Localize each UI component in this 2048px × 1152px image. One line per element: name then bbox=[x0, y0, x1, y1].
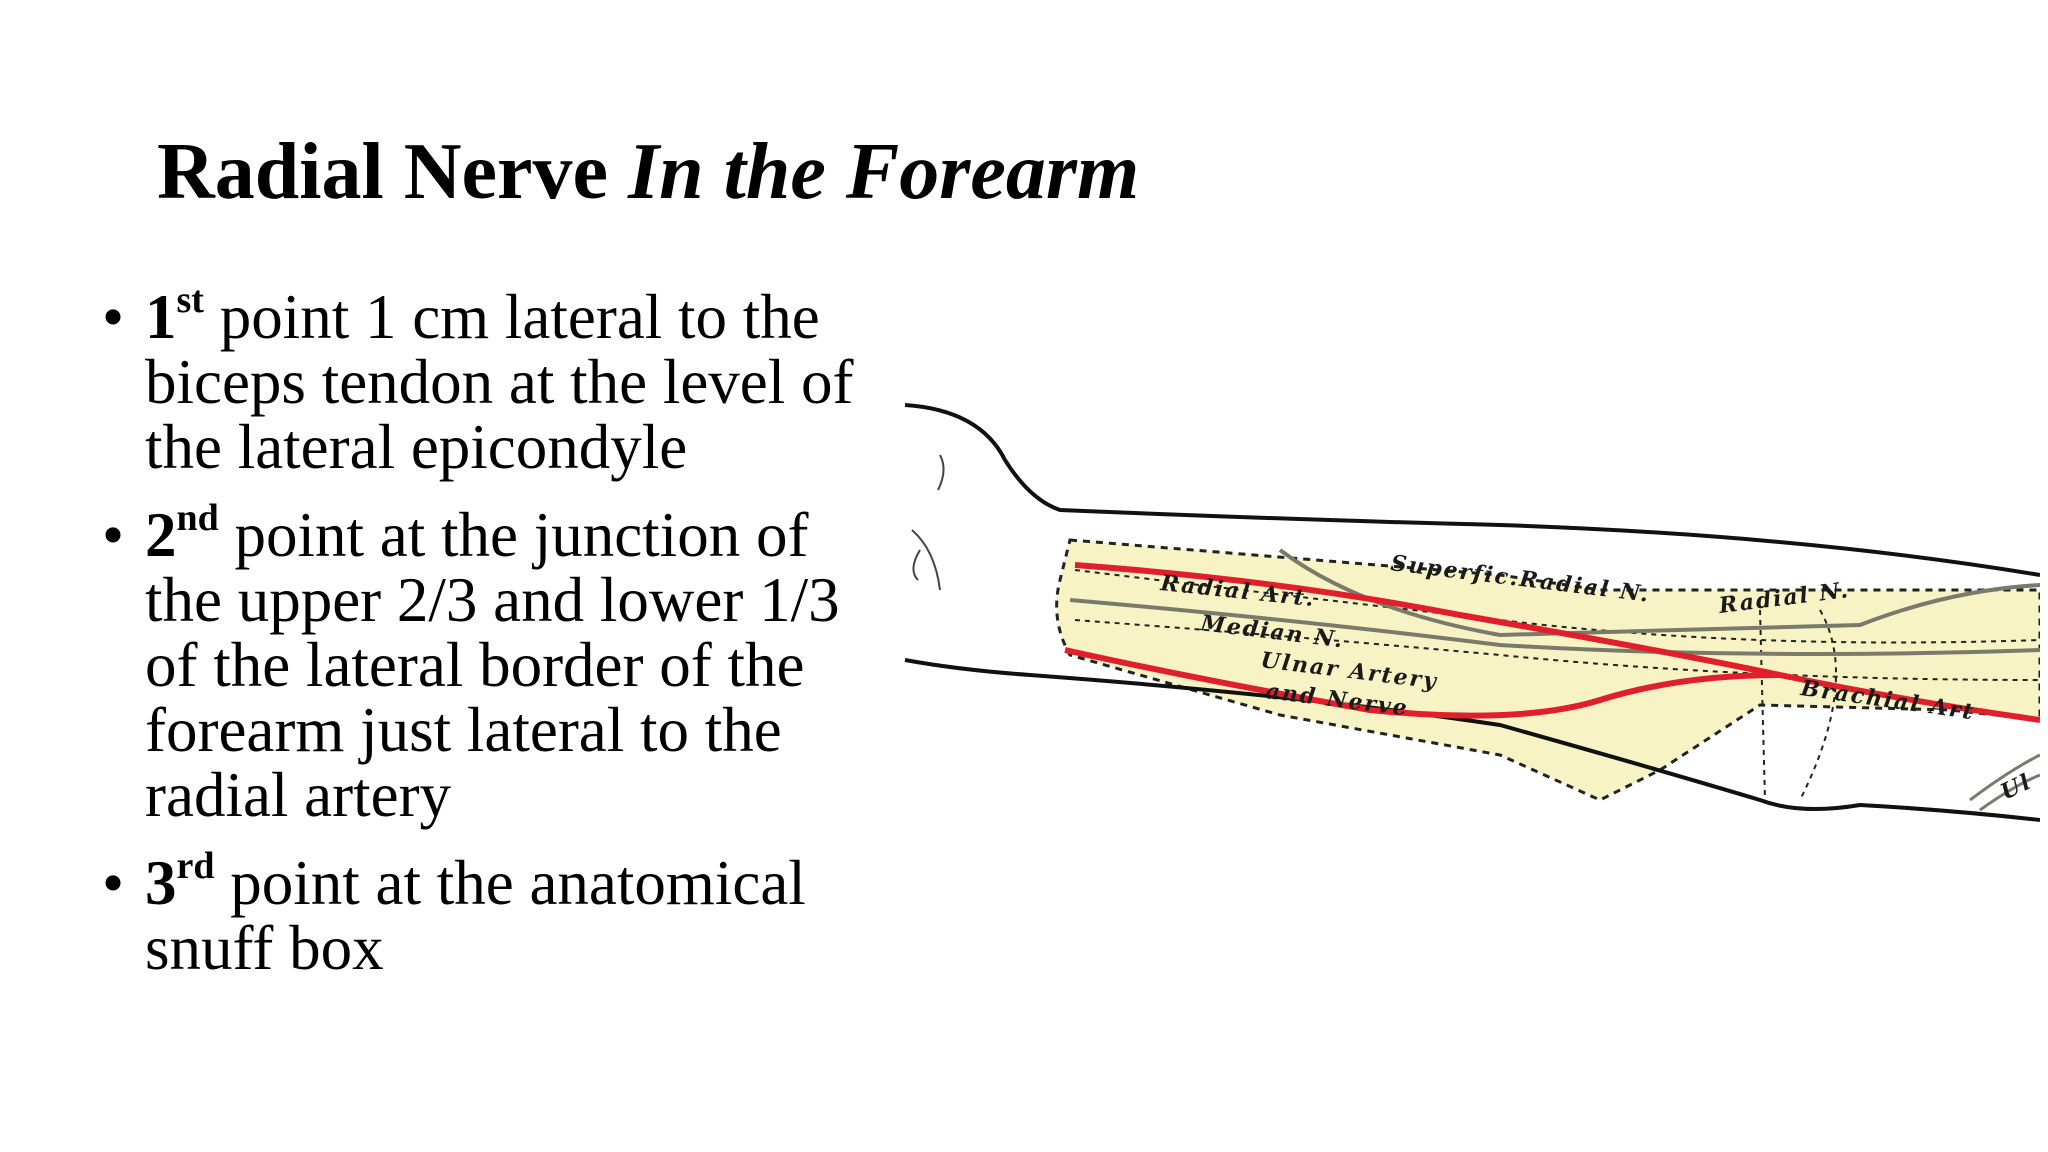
title-italic: In the Forearm bbox=[628, 128, 1140, 216]
ulnar-artery bbox=[1064, 647, 1781, 719]
bullet-text: point at the junction of the upper 2/3 a… bbox=[145, 500, 840, 830]
bullet-text: point at the anatomical snuff box bbox=[145, 848, 806, 983]
bullet-number: 3rd bbox=[145, 845, 215, 918]
forearm-outline-top bbox=[904, 403, 2040, 577]
forearm-anatomy-figure: Radial Art. Superfic.Radial N. Radial N.… bbox=[904, 403, 2040, 822]
bullet-text: point 1 cm lateral to the biceps tendon … bbox=[145, 282, 854, 482]
bullet-item-3: • 3rd point at the anatomical snuff box bbox=[100, 845, 860, 983]
bullet-dot: • bbox=[102, 282, 125, 352]
title-bold: Radial Nerve bbox=[157, 128, 629, 216]
ulnar-partial-structure bbox=[1969, 753, 2040, 812]
fascia-region bbox=[1055, 538, 2040, 802]
bullet-number: 1st bbox=[145, 279, 204, 352]
median-nerve bbox=[1069, 598, 2040, 656]
bullet-item-1: • 1st point 1 cm lateral to the biceps t… bbox=[100, 279, 860, 482]
bullet-dot: • bbox=[102, 500, 125, 570]
bullet-item-2: • 2nd point at the junction of the upper… bbox=[100, 497, 860, 830]
brachial-artery bbox=[1779, 672, 2040, 723]
bullet-list: • 1st point 1 cm lateral to the biceps t… bbox=[100, 279, 860, 1004]
bullet-number: 2nd bbox=[145, 497, 219, 570]
label-ul-partial: Ul bbox=[1997, 769, 2037, 806]
radial-artery bbox=[1074, 562, 1781, 678]
bullet-dot: • bbox=[102, 848, 125, 918]
forearm-outline-bottom bbox=[904, 658, 2040, 822]
hand-sketch bbox=[911, 454, 945, 591]
slide-title: Radial Nerve In the Forearm bbox=[157, 122, 1139, 222]
